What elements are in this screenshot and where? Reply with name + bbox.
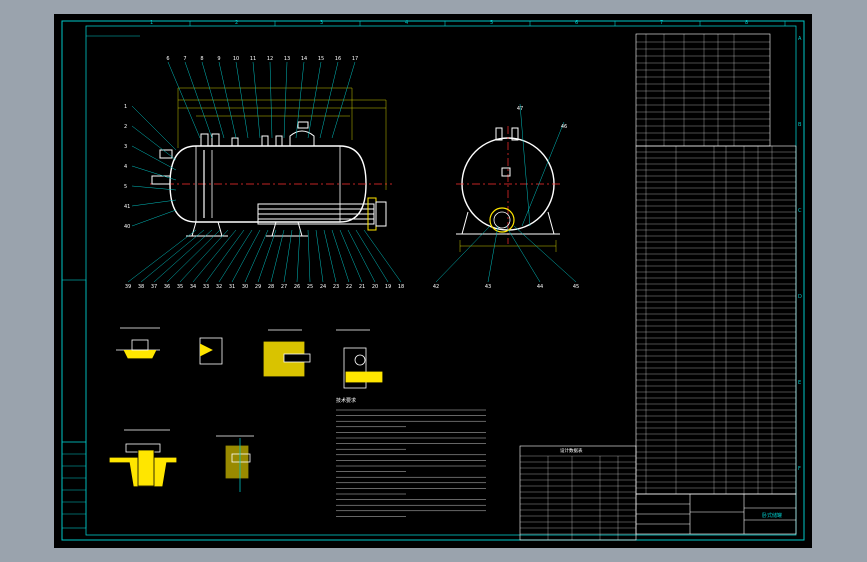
- callout-label: 18: [398, 284, 404, 290]
- callout-label: 42: [433, 284, 439, 290]
- callout-label: 39: [125, 284, 131, 290]
- callout-label: 4: [124, 164, 127, 170]
- callout-label: 22: [346, 284, 352, 290]
- callout-label: 29: [255, 284, 261, 290]
- callout-label: 1: [124, 104, 127, 110]
- zone-numbers-top: 1 2 3 4 5 6 7 8: [150, 20, 786, 26]
- callout-label: 34: [190, 284, 196, 290]
- zone-letter: E: [798, 380, 801, 386]
- callout-label: 3: [124, 144, 127, 150]
- zone-letter: F: [798, 466, 801, 472]
- callout-label: 5: [124, 184, 127, 190]
- callout-label: 44: [537, 284, 543, 290]
- end-view-callouts: 42 43 44 45 46 47: [433, 106, 579, 290]
- callout-label: 6: [166, 56, 169, 62]
- callout-label: 38: [138, 284, 144, 290]
- zone-number: 2: [235, 20, 238, 26]
- callout-label: 43: [485, 284, 491, 290]
- left-revision-block: [61, 35, 140, 529]
- callout-label: 7: [183, 56, 186, 62]
- callout-label: 45: [573, 284, 579, 290]
- callout-label: 46: [561, 124, 567, 130]
- callout-label: 19: [385, 284, 391, 290]
- callout-label: 35: [177, 284, 183, 290]
- title-block: [635, 493, 797, 535]
- zone-number: 3: [320, 20, 323, 26]
- callout-label: 21: [359, 284, 365, 290]
- callout-label: 11: [250, 56, 256, 62]
- callout-label: 9: [217, 56, 220, 62]
- callout-label: 31: [229, 284, 235, 290]
- zone-letter: D: [798, 294, 802, 300]
- callout-label: 24: [320, 284, 326, 290]
- callout-label: 41: [124, 204, 130, 210]
- notes-heading: 技术要求: [336, 397, 356, 404]
- zone-letters-right: A B C D E F: [798, 36, 802, 472]
- callout-label: 27: [281, 284, 287, 290]
- callout-label: 17: [352, 56, 358, 62]
- callout-label: 32: [216, 284, 222, 290]
- vessel-end-view: [456, 126, 560, 252]
- detail-views: [109, 327, 383, 492]
- zone-number: 7: [660, 20, 663, 26]
- callout-label: 20: [372, 284, 378, 290]
- callout-label: 23: [333, 284, 339, 290]
- callout-label: 16: [335, 56, 341, 62]
- zone-letter: B: [798, 122, 802, 128]
- side-view-leaders: [127, 61, 402, 283]
- callout-label: 47: [517, 106, 523, 112]
- design-table-heading: 设计数据表: [560, 447, 583, 454]
- zone-letter: C: [798, 208, 802, 214]
- callout-label: 13: [284, 56, 290, 62]
- zone-number: 5: [490, 20, 493, 26]
- zone-number: 6: [575, 20, 578, 26]
- zone-number: 4: [405, 20, 408, 26]
- callout-label: 8: [200, 56, 203, 62]
- zone-letter: A: [798, 36, 802, 42]
- callout-label: 14: [301, 56, 307, 62]
- callout-label: 10: [233, 56, 239, 62]
- callout-label: 40: [124, 224, 130, 230]
- callout-label: 36: [164, 284, 170, 290]
- callout-label: 30: [242, 284, 248, 290]
- end-view-leaders: [435, 103, 577, 283]
- vessel-side-elevation: [150, 87, 392, 237]
- parts-list: [635, 145, 797, 495]
- callout-label: 33: [203, 284, 209, 290]
- callout-label: 12: [267, 56, 273, 62]
- callout-label: 37: [151, 284, 157, 290]
- callout-label: 15: [318, 56, 324, 62]
- callout-label: 25: [307, 284, 313, 290]
- callout-label: 2: [124, 124, 127, 130]
- zone-number: 1: [150, 20, 153, 26]
- callout-label: 26: [294, 284, 300, 290]
- notes-block: 技术要求: [336, 397, 486, 517]
- drawing-paper: [54, 14, 812, 548]
- title-block-name: 卧式储罐: [762, 512, 782, 519]
- callout-label: 28: [268, 284, 274, 290]
- zone-number: 8: [745, 20, 748, 26]
